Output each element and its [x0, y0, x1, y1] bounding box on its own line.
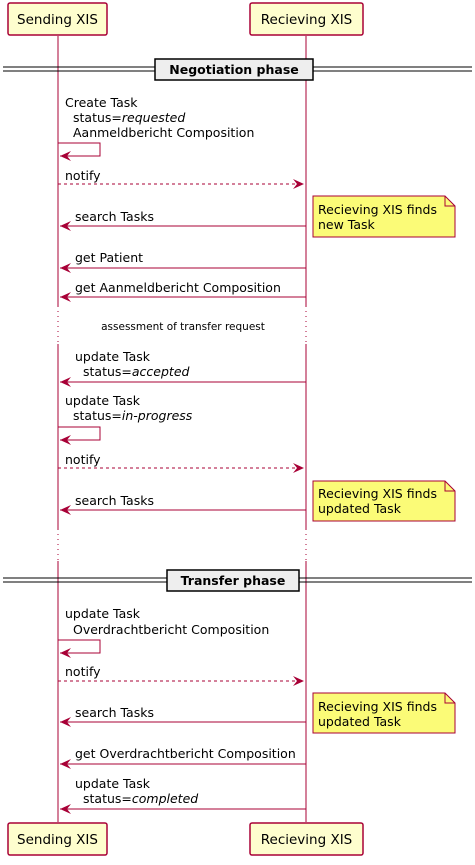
phase-title-negotiation: Negotiation phase: [169, 62, 298, 77]
message-label: notify: [65, 168, 101, 183]
delay-assessment-label: assessment of transfer request: [101, 321, 265, 333]
message-label: update Task: [65, 393, 141, 408]
svg-text:Recieving XIS finds: Recieving XIS finds: [318, 486, 437, 501]
message-status-line: status=requested: [73, 110, 185, 125]
message-notify-3: notify: [58, 664, 304, 686]
participant-receiver-top: Recieving XIS: [249, 2, 364, 36]
message-status-line: status=in-progress: [73, 408, 193, 423]
participant-sender-top: Sending XIS: [7, 2, 108, 36]
message-search-tasks-3: search Tasks: [60, 705, 306, 727]
svg-text:new Task: new Task: [318, 217, 376, 232]
message-notify-1: notify: [58, 168, 304, 189]
message-update-completed: update Task status=completed: [60, 776, 306, 814]
message-get-aanmeld: get Aanmeldbericht Composition: [60, 280, 306, 302]
message-label: get Overdrachtbericht Composition: [75, 746, 296, 761]
message-label: search Tasks: [75, 209, 154, 224]
participant-receiver-label: Recieving XIS: [261, 12, 353, 28]
message-label: get Patient: [75, 250, 143, 265]
phase-divider-negotiation: Negotiation phase: [3, 58, 472, 81]
message-label: update Task: [75, 349, 151, 364]
message-label: notify: [65, 452, 101, 467]
participant-sender-label: Sending XIS: [17, 12, 98, 28]
participant-sender-bottom: Sending XIS: [7, 822, 108, 856]
phase-title-transfer: Transfer phase: [181, 573, 286, 588]
message-search-tasks-1: search Tasks: [60, 209, 306, 231]
message-label: Overdrachtbericht Composition: [73, 622, 269, 637]
participant-receiver-bottom: Recieving XIS: [249, 822, 364, 856]
participant-sender-label: Sending XIS: [17, 832, 98, 848]
message-update-accepted: update Task status=accepted: [60, 349, 306, 387]
message-label: Create Task: [65, 95, 138, 110]
participant-receiver-label: Recieving XIS: [261, 832, 353, 848]
message-notify-2: notify: [58, 452, 304, 473]
phase-divider-transfer: Transfer phase: [3, 569, 472, 592]
message-create-task: Create Task status=requested Aanmeldberi…: [58, 95, 254, 161]
message-status-line: status=completed: [83, 791, 198, 806]
svg-text:Recieving XIS finds: Recieving XIS finds: [318, 202, 437, 217]
message-label: search Tasks: [75, 493, 154, 508]
note-finds-updated-task-1: Recieving XIS finds updated Task: [312, 480, 456, 522]
message-label: Aanmeldbericht Composition: [73, 125, 254, 140]
message-label: get Aanmeldbericht Composition: [75, 280, 281, 295]
message-label: update Task: [75, 776, 151, 791]
svg-text:updated Task: updated Task: [318, 501, 402, 516]
message-update-inprogress: update Task status=in-progress: [58, 393, 193, 445]
message-label: update Task: [65, 606, 141, 621]
message-label: notify: [65, 664, 101, 679]
message-get-patient: get Patient: [60, 250, 306, 273]
message-label: search Tasks: [75, 705, 154, 720]
message-status-line: status=accepted: [83, 364, 190, 379]
message-get-overdracht: get Overdrachtbericht Composition: [60, 746, 306, 769]
message-search-tasks-2: search Tasks: [60, 493, 306, 515]
svg-text:Recieving XIS finds: Recieving XIS finds: [318, 699, 437, 714]
note-finds-updated-task-2: Recieving XIS finds updated Task: [312, 692, 456, 734]
message-update-overdracht: update Task Overdrachtbericht Compositio…: [58, 606, 269, 658]
note-finds-new-task: Recieving XIS finds new Task: [312, 195, 456, 238]
svg-text:updated Task: updated Task: [318, 714, 402, 729]
